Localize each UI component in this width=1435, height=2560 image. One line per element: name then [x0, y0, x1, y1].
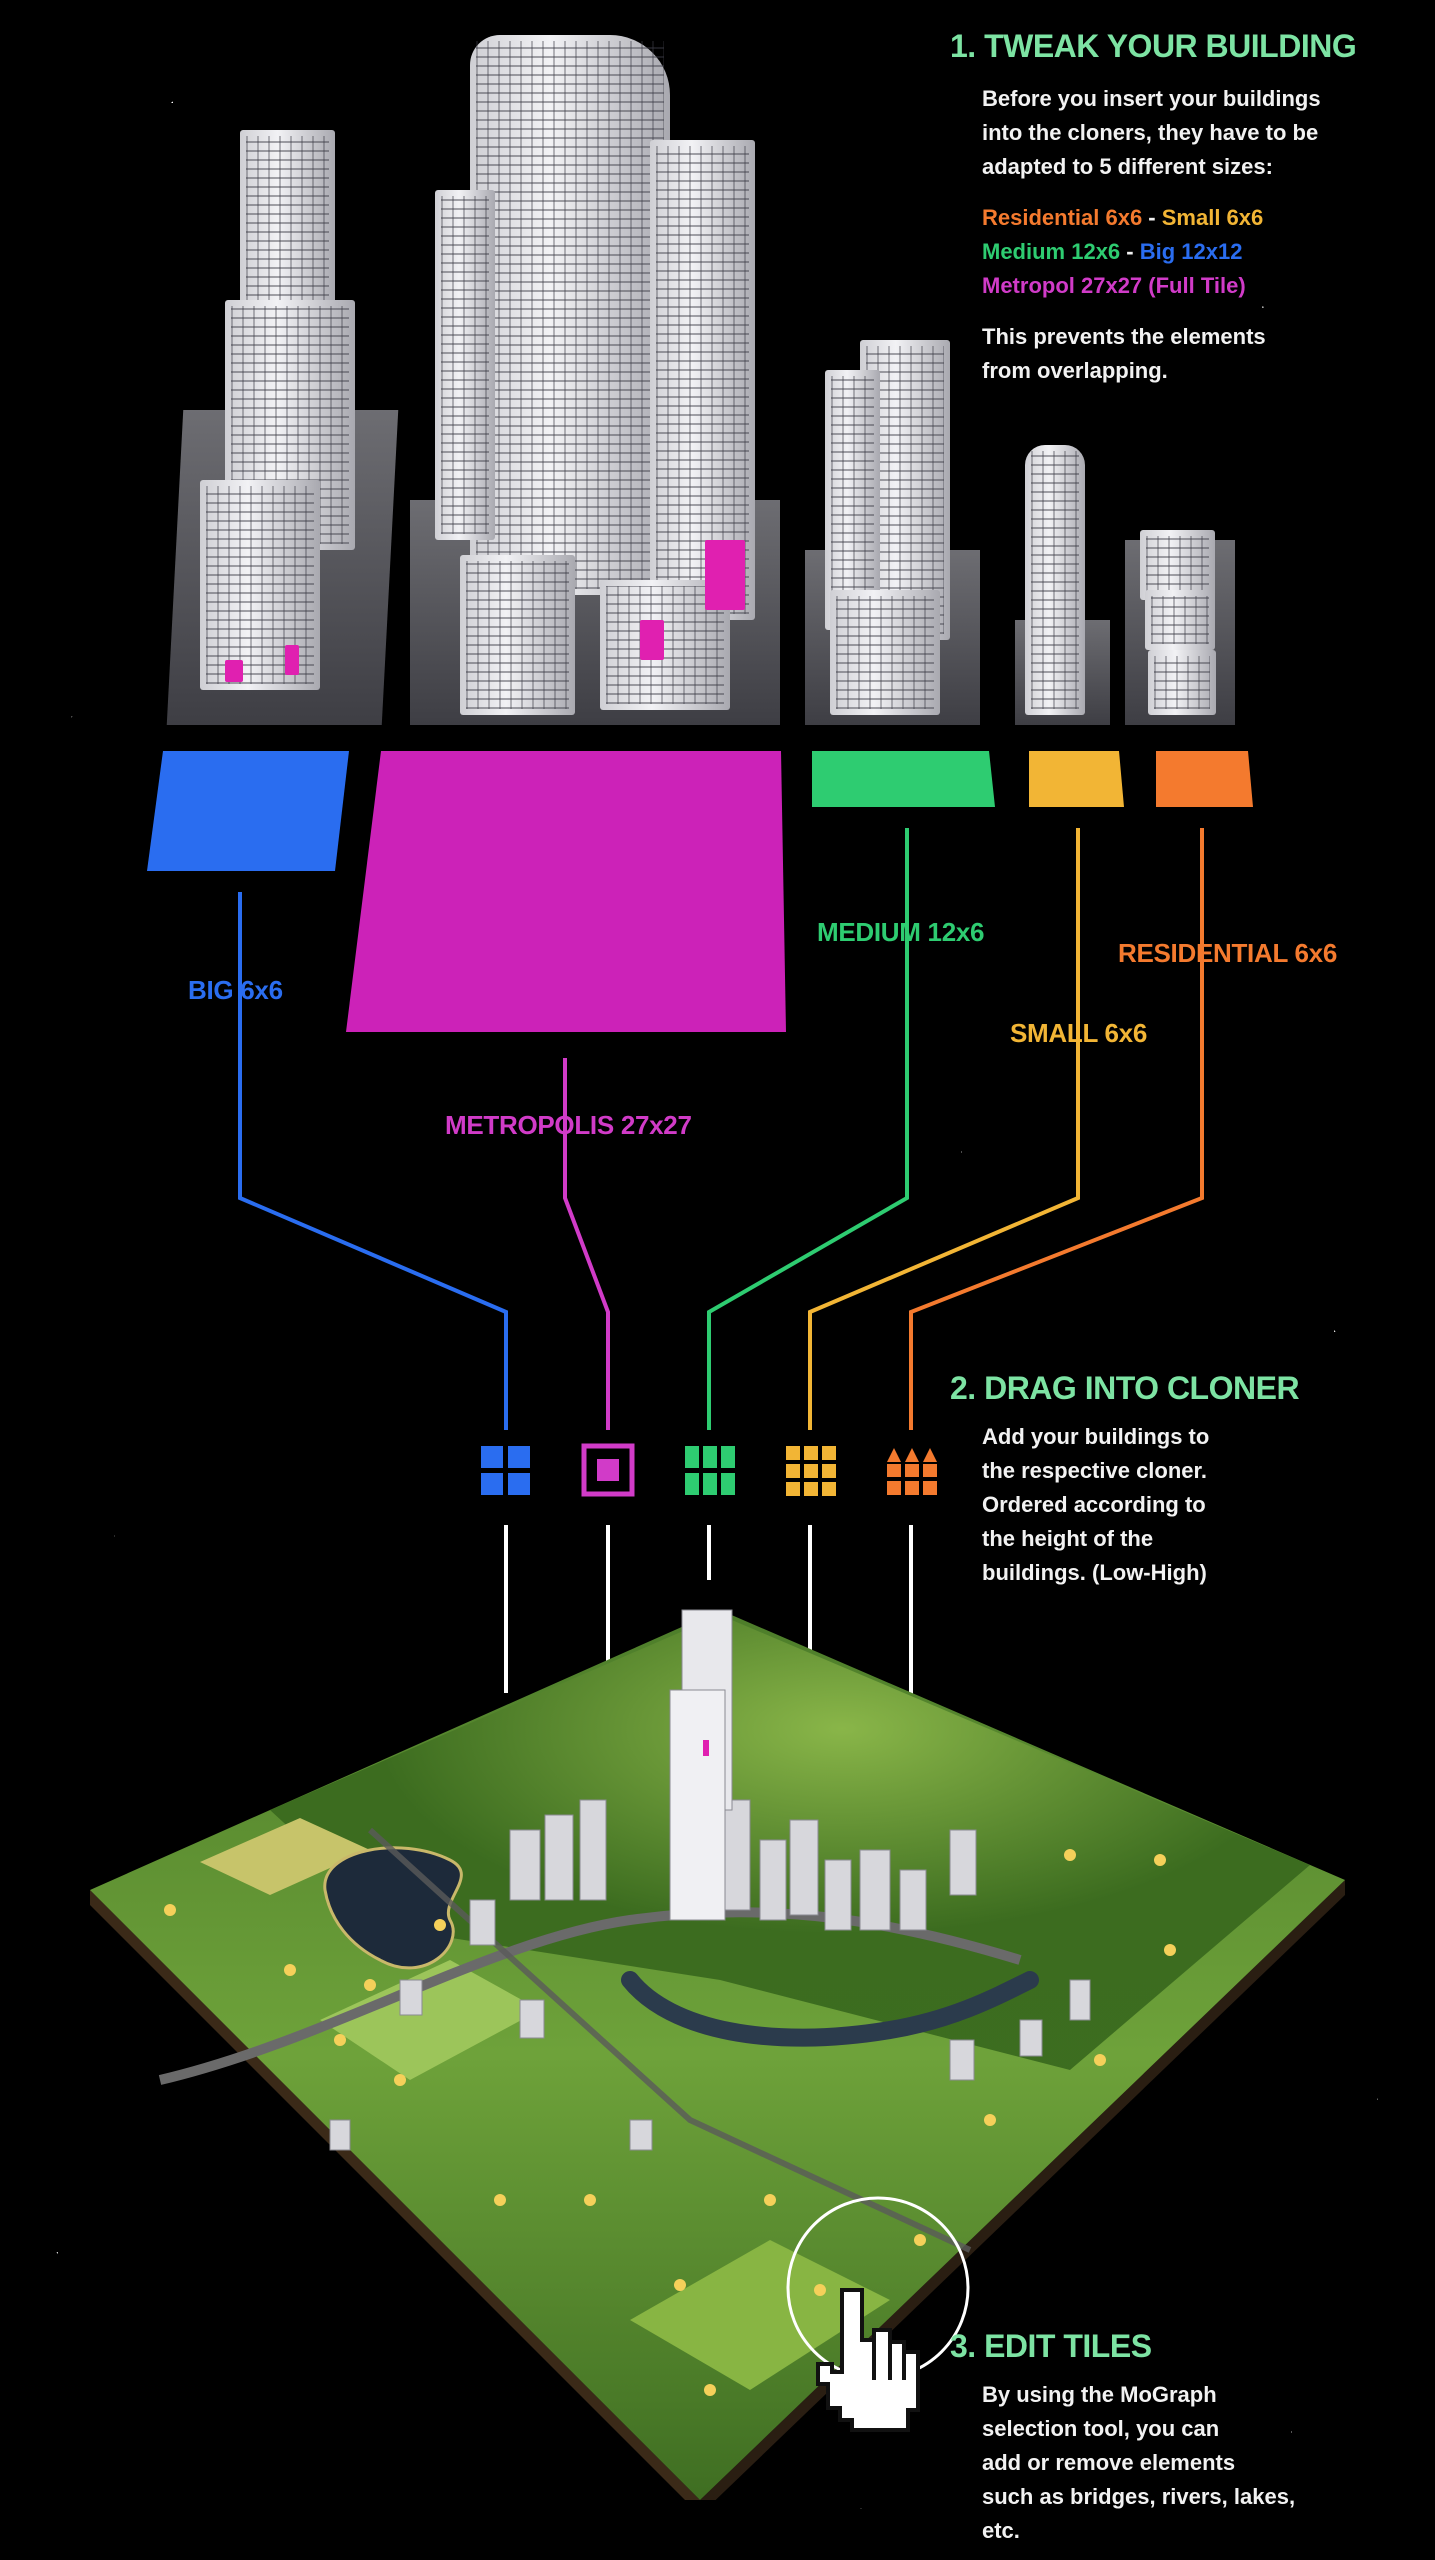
small-size-label: SMALL 6x6	[1010, 1018, 1147, 1048]
step2-title: 2. DRAG INTO CLONER	[950, 1370, 1300, 1406]
small-connector-line	[808, 828, 1080, 1430]
big-size-label: BIG 6x6	[188, 975, 283, 1005]
step2-text-line: the height of the	[982, 1526, 1154, 1551]
tile-markers	[164, 1849, 1176, 2396]
legend-medium: Medium 12x6	[982, 239, 1121, 264]
residential-building-1	[1140, 530, 1215, 600]
house-grid-icon[interactable]	[887, 1448, 937, 1495]
city-tile-scene[interactable]	[70, 1600, 1370, 2515]
field-patch	[200, 1818, 370, 1895]
metropolis-footprint-swatch	[346, 751, 786, 1032]
metropolis-podium-left	[460, 555, 575, 715]
step3-text-line: By using the MoGraph	[982, 2382, 1217, 2407]
legend-small: Small 6x6	[1161, 205, 1264, 230]
legend-row-2: Medium 12x6 - Big 12x12	[982, 239, 1242, 265]
step2-text-line: the respective cloner.	[982, 1458, 1207, 1483]
step3-text-line: such as bridges, rivers, lakes,	[982, 2484, 1296, 2509]
square-in-square-icon[interactable]	[581, 1443, 635, 1497]
step3-title: 3. EDIT TILES	[950, 2328, 1152, 2364]
step1-title: 1. TWEAK YOUR BUILDING	[950, 28, 1357, 64]
river	[621, 1971, 1039, 2047]
grid-2x2-icon[interactable]	[481, 1446, 530, 1495]
legend-dash: -	[1120, 239, 1140, 264]
city-buildings	[329, 1769, 1091, 2151]
residential-building-2	[1145, 590, 1215, 650]
residential-building-3	[1148, 650, 1216, 715]
small-footprint-swatch	[1029, 751, 1124, 807]
residential-size-label: RESIDENTIAL 6x6	[1118, 938, 1337, 968]
step3-text-line: add or remove elements	[982, 2450, 1236, 2475]
lake	[323, 1846, 463, 1970]
step1-outro: This prevents the elements from overlapp…	[982, 320, 1266, 388]
residential-footprint-swatch	[1156, 751, 1253, 807]
hand-cursor-icon	[816, 2288, 920, 2432]
big-footprint-swatch	[147, 751, 349, 871]
step2-text-line: Add your buildings to	[982, 1424, 1210, 1449]
field-patch-3	[320, 1960, 540, 2080]
medium-connector-line	[707, 828, 909, 1430]
step1-intro-line: Before you insert your buildings	[982, 86, 1321, 111]
legend-row-1: Residential 6x6 - Small 6x6	[982, 205, 1263, 231]
legend-residential: Residential 6x6	[982, 205, 1143, 230]
big-connector-line	[238, 892, 508, 1430]
step3-text-line: etc.	[982, 2518, 1020, 2543]
legend-metropol: Metropol 27x27 (Full Tile)	[982, 273, 1246, 298]
big-building-sign-2	[285, 645, 299, 675]
step2-text-line: buildings. (Low-High)	[982, 1560, 1207, 1585]
step2-text: Add your buildings to the respective clo…	[982, 1420, 1209, 1590]
step3-text-line: selection tool, you can	[982, 2416, 1220, 2441]
step2-text-line: Ordered according to	[982, 1492, 1206, 1517]
metropolis-main-tower	[470, 35, 670, 595]
metropolis-side-tower-left	[435, 190, 495, 540]
medium-footprint-swatch	[812, 751, 995, 807]
medium-building-side	[825, 370, 880, 630]
metropolis-size-label: METROPOLIS 27x27	[445, 1110, 692, 1140]
step1-intro: Before you insert your buildings into th…	[982, 82, 1321, 184]
metropolis-connector-line	[563, 1058, 610, 1430]
residential-connector-line	[909, 828, 1204, 1430]
step3-text: By using the MoGraph selection tool, you…	[982, 2378, 1295, 2548]
step1-intro-line: adapted to 5 different sizes:	[982, 154, 1273, 179]
big-building-tower-front	[200, 480, 320, 690]
grid-3x2-icon[interactable]	[685, 1446, 735, 1495]
big-building-sign	[225, 660, 243, 682]
grid-3x3-icon[interactable]	[786, 1446, 836, 1496]
step1-outro-line: This prevents the elements	[982, 324, 1266, 349]
metropolis-sign	[705, 540, 745, 610]
city-tile-illustration	[90, 1609, 1345, 2515]
medium-size-label: MEDIUM 12x6	[817, 917, 985, 947]
central-tower-2	[669, 1689, 726, 1921]
small-building-tower	[1025, 445, 1085, 715]
medium-building-front	[830, 590, 940, 715]
legend-dash: -	[1142, 205, 1162, 230]
legend-big: Big 12x12	[1139, 239, 1243, 264]
step1-outro-line: from overlapping.	[982, 358, 1168, 383]
step1-intro-line: into the cloners, they have to be	[982, 120, 1319, 145]
field-patch-2	[630, 2240, 890, 2390]
metropolis-sign-2	[640, 620, 664, 660]
